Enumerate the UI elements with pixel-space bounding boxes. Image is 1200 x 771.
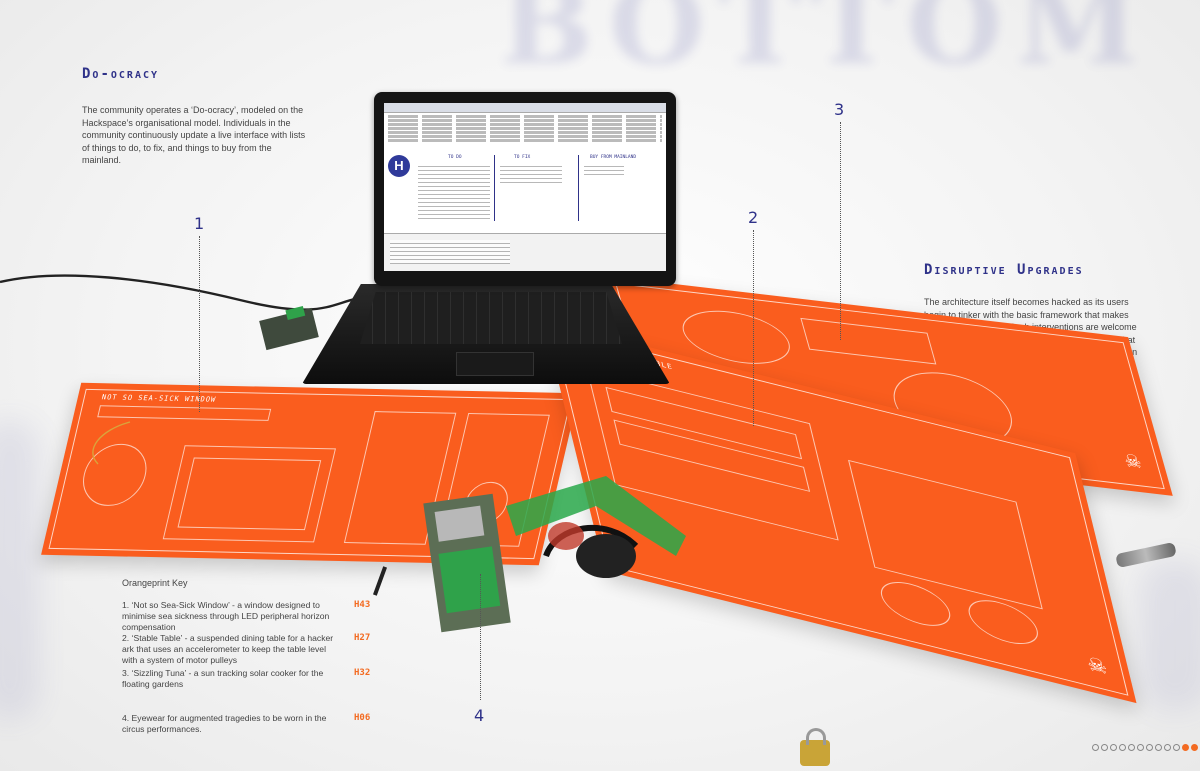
augmented-eyewear bbox=[506, 476, 686, 578]
jumper-wire bbox=[92, 421, 131, 465]
background-title: BOTTOM UP bbox=[500, 0, 1200, 89]
callout-1: 1 bbox=[194, 214, 205, 233]
hackspace-logo: H bbox=[388, 155, 410, 177]
todo-column-heading: TO DO bbox=[448, 155, 462, 160]
callout-4-line bbox=[480, 574, 481, 700]
browser-toolbar bbox=[384, 103, 666, 113]
doocracy-heading: Do-ocracy bbox=[82, 66, 160, 82]
todo-list bbox=[418, 163, 490, 221]
screen-table bbox=[384, 114, 666, 148]
buy-column-heading: BUY FROM MAINLAND bbox=[590, 155, 637, 160]
disruptive-heading: Disruptive Upgrades bbox=[924, 262, 1084, 278]
callout-3-line bbox=[840, 122, 841, 340]
page-indicator bbox=[1092, 744, 1200, 751]
key-item-2: 2. ‘Stable Table’ - a suspended dining t… bbox=[122, 633, 334, 665]
fix-column-heading: TO FIX bbox=[514, 155, 531, 160]
key-item-1: 1. ‘Not so Sea-Sick Window’ - a window d… bbox=[122, 600, 330, 632]
key-code-4: H06 bbox=[354, 713, 371, 723]
padlock-icon bbox=[800, 728, 830, 766]
fix-list bbox=[500, 163, 562, 183]
key-item-4: 4. Eyewear for augmented tragedies to be… bbox=[122, 713, 327, 734]
callout-3: 3 bbox=[834, 100, 845, 119]
code-console bbox=[384, 233, 666, 271]
laptop-display: H TO DO TO FIX BUY FROM MAINLAND bbox=[384, 103, 666, 271]
callout-4: 4 bbox=[474, 706, 485, 725]
key-item-3: 3. ‘Sizzling Tuna’ - a sun tracking sola… bbox=[122, 668, 324, 689]
laptop-keyboard bbox=[360, 292, 622, 344]
background-blur-right bbox=[1140, 560, 1200, 710]
key-code-1: H43 bbox=[354, 600, 371, 610]
usb-cable bbox=[0, 274, 373, 311]
doocracy-text: The community operates a ‘Do-ocracy’, mo… bbox=[82, 105, 306, 165]
background-blur-left bbox=[0, 420, 40, 720]
key-code-3: H32 bbox=[354, 668, 371, 678]
callout-2-line bbox=[753, 230, 754, 426]
laptop-touchpad bbox=[456, 352, 534, 376]
buy-list bbox=[584, 163, 624, 175]
callout-2: 2 bbox=[748, 208, 759, 227]
key-code-2: H27 bbox=[354, 633, 371, 643]
key-title: Orangeprint Key bbox=[122, 578, 188, 588]
callout-1-line bbox=[199, 236, 200, 412]
